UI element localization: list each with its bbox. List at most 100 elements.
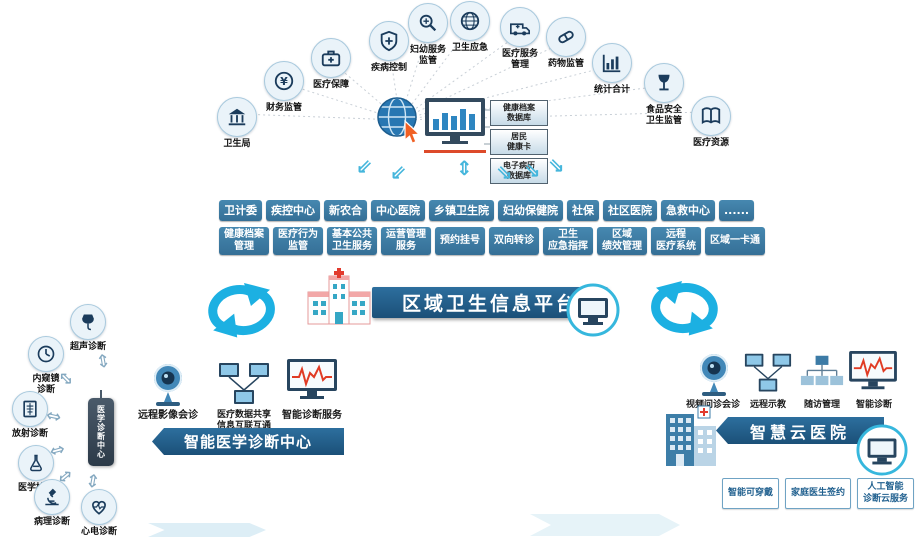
top-node-label: 医疗保障 [312, 80, 349, 90]
service-button: 区域 绩效管理 [597, 227, 647, 255]
cluster-node-label: 超声诊断 [69, 342, 106, 352]
org-button: ...... [719, 200, 755, 222]
cluster-node-heart-ecg: 心电诊断 [71, 489, 127, 538]
top-node-medical-resources: 医疗资源 [683, 96, 739, 149]
drug-supervision-icon [546, 17, 586, 57]
org-button: 乡镇卫生院 [429, 200, 494, 222]
cluster-node-pathology: 病理诊断 [24, 479, 80, 528]
network-monitors-icon [218, 362, 270, 412]
food-safety-icon [644, 63, 684, 103]
health-emergency-icon [450, 1, 490, 41]
down-left-arrow-icon: ⇙ [390, 160, 407, 184]
sync-arrows-right-icon [643, 273, 726, 347]
service-label: 远程示教 [749, 400, 786, 410]
cloud-hospital-banner: 智慧云医院 [716, 417, 884, 444]
sync-arrows-left-icon [201, 275, 284, 349]
top-node-label: 统计合计 [593, 85, 630, 95]
org-button: 卫计委 [219, 200, 262, 222]
hub-monitor-icon [424, 97, 486, 153]
cluster-node-endoscope: 内窥镜 诊断 [18, 336, 74, 396]
lab-test-icon [18, 445, 54, 481]
org-button: 急救中心 [661, 200, 715, 222]
cloud-service-button-row: 智能可穿戴 家庭医生签约 人工智能 诊断云服务 [722, 478, 915, 510]
disease-control-icon [369, 21, 409, 61]
top-node-medical-insurance: 医疗保障 [303, 38, 359, 91]
heart-ecg-icon [81, 489, 117, 525]
statistics-chart-icon [592, 43, 632, 83]
org-button: 新农合 [324, 200, 367, 222]
cluster-node-label: 放射诊断 [11, 429, 48, 439]
globe-network-icon [372, 94, 428, 154]
top-node-maternal-child: 妇幼服务 监管 [400, 3, 456, 67]
top-node-drug-supervision: 药物监管 [538, 17, 594, 70]
down-right-arrow-icon: ⇘ [548, 153, 565, 177]
ecg-monitor-icon [848, 350, 898, 398]
top-node-label: 医疗服务 管理 [501, 49, 538, 70]
orgchart-icon [800, 354, 844, 400]
double-arrow-icon: ⇔ [47, 438, 68, 463]
hospital-tower-icon [664, 404, 718, 472]
webcam-icon [146, 360, 190, 412]
medical-kit-icon [311, 38, 351, 78]
service-label: 视频问诊会诊 [685, 400, 740, 410]
service-button: 运营管理 服务 [381, 227, 431, 255]
top-node-food-safety: 食品安全 卫生监管 [636, 63, 692, 127]
platform-monitor-icon [566, 283, 620, 341]
top-node-label: 食品安全 卫生监管 [645, 105, 682, 126]
top-node-label: 医疗资源 [692, 138, 729, 148]
down-right-arrow-icon: ⇘ [524, 158, 541, 182]
top-node-medical-service-mgmt: 医疗服务 管理 [492, 7, 548, 71]
database-box: 健康档案 数据库 [490, 100, 548, 126]
service-button: 远程 医疗系统 [651, 227, 701, 255]
maternal-child-supervision-icon [408, 3, 448, 43]
cloud-service-button: 智能可穿戴 [722, 478, 780, 510]
decorative-chevron [530, 514, 680, 536]
up-down-arrow-icon: ⇕ [456, 156, 473, 180]
database-stack: 健康档案 数据库 居民 健康卡 电子病历 数据库 [490, 100, 548, 184]
cloud-service-button: 人工智能 诊断云服务 [857, 478, 915, 510]
service-button: 健康档案 管理 [219, 227, 269, 255]
top-node-disease-control: 疾病控制 [361, 21, 417, 74]
ambulance-icon [500, 7, 540, 47]
service-button: 卫生 应急指挥 [543, 227, 593, 255]
hospital-building-icon [306, 268, 372, 330]
service-button: 双向转诊 [489, 227, 539, 255]
org-button: 社区医院 [603, 200, 657, 222]
service-label: 随访管理 [803, 400, 840, 410]
org-button: 妇幼保健院 [498, 200, 563, 222]
top-node-label: 卫生局 [223, 139, 251, 149]
service-button: 医疗行为 监管 [273, 227, 323, 255]
top-node-label: 妇幼服务 监管 [409, 45, 446, 66]
top-node-statistics: 统计合计 [584, 43, 640, 96]
double-arrow-icon: ⇔ [81, 471, 105, 491]
finance-supervision-icon [264, 61, 304, 101]
diagnosis-terminal-device: 医学诊断中心 [88, 390, 114, 466]
webcam-icon [692, 350, 736, 402]
org-button: 社保 [567, 200, 599, 222]
cluster-node-radiology: 放射诊断 [2, 391, 58, 440]
database-box: 居民 健康卡 [490, 129, 548, 155]
cluster-node-ultrasound: 超声诊断 [60, 304, 116, 353]
diagnosis-center-banner: 智能医学诊断中心 [152, 428, 344, 455]
device-label: 医学诊断中心 [96, 405, 106, 459]
double-arrow-icon: ⇔ [44, 404, 64, 429]
government-building-icon [217, 97, 257, 137]
cluster-node-label: 心电诊断 [80, 527, 117, 537]
top-node-label: 疾病控制 [370, 63, 407, 73]
database-box: 电子病历 数据库 [490, 158, 548, 184]
cloud-service-button: 家庭医生签约 [785, 478, 852, 510]
top-node-finance-supervision: 财务监管 [256, 61, 312, 114]
top-node-label: 财务监管 [265, 103, 302, 113]
service-label: 医疗数据共享 信息互联互通 [216, 410, 271, 432]
network-monitors-icon [744, 352, 792, 400]
top-node-health-bureau: 卫生局 [209, 97, 265, 150]
service-button: 基本公共 卫生服务 [327, 227, 377, 255]
top-node-label: 药物监管 [547, 59, 584, 69]
org-button: 疾控中心 [266, 200, 320, 222]
ecg-monitor-icon [286, 358, 338, 408]
down-left-arrow-icon: ⇙ [356, 154, 373, 178]
cluster-node-label: 病理诊断 [33, 517, 70, 527]
org-button: 中心医院 [371, 200, 425, 222]
down-right-arrow-icon: ⇘ [496, 160, 513, 184]
